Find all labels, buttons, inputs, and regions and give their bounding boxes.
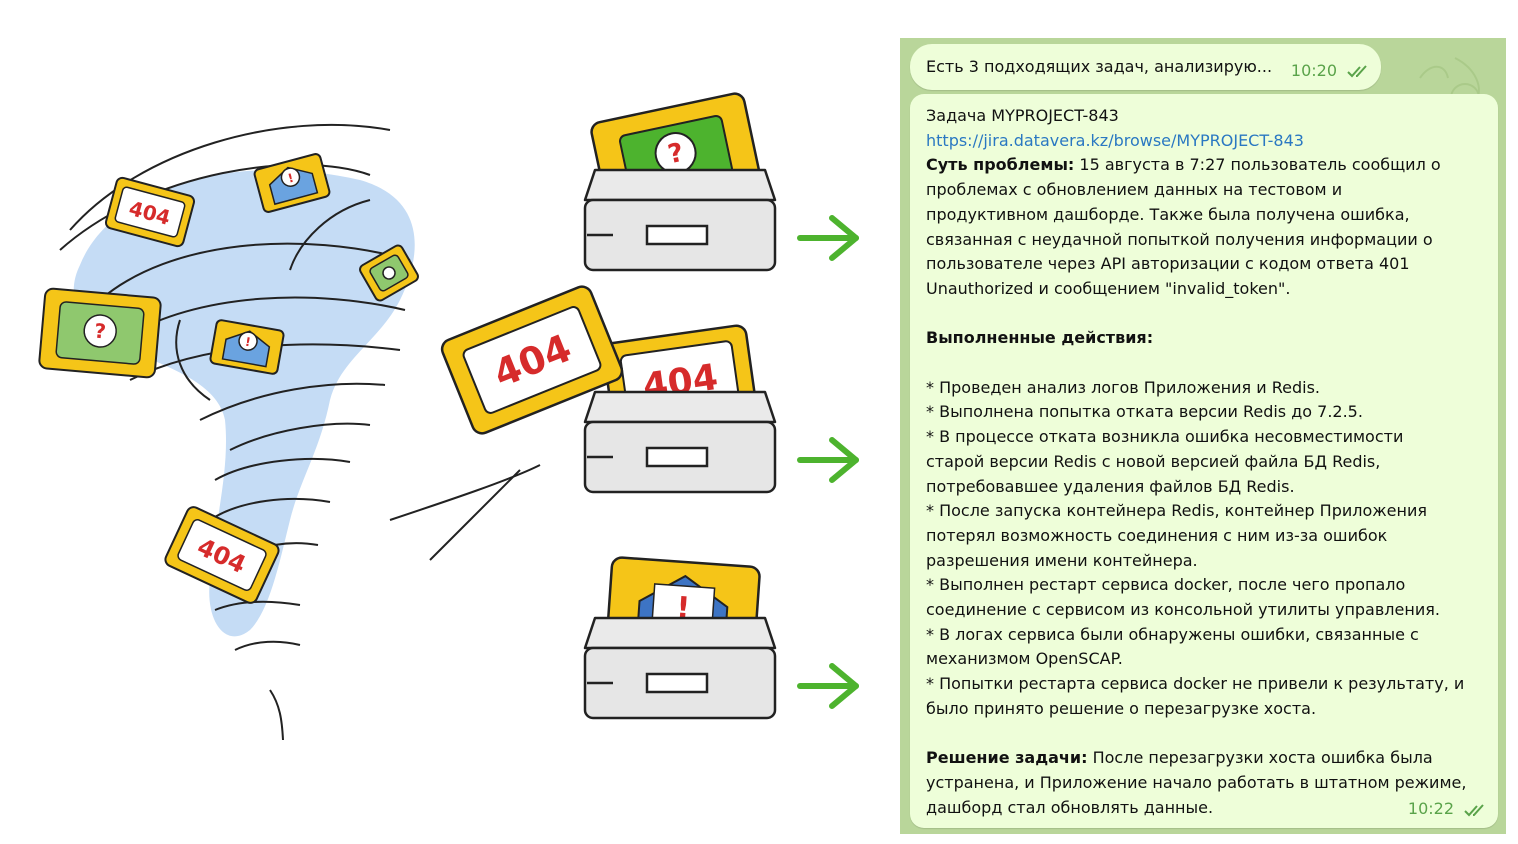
action-line: * После запуска контейнера Redis, контей… xyxy=(926,501,1427,521)
tornado-inbox-illustration: 404 ! ? ! 404 ? xyxy=(38,92,900,741)
problem-label: Суть проблемы: xyxy=(926,155,1075,175)
problem-line: Суть проблемы: 15 августа в 7:27 пользов… xyxy=(926,153,1486,178)
task-title: Задача MYPROJECT-843 xyxy=(926,106,1119,125)
action-line: потерял возможность соединения с ним из-… xyxy=(926,525,1388,545)
double-check-icon xyxy=(1347,65,1367,78)
solution-text-line: дашборд стал обновлять данные. xyxy=(926,797,1214,817)
error-404-card-icon: 404 xyxy=(164,506,280,604)
action-line: * Попытки рестарта сервиса docker не при… xyxy=(926,674,1465,694)
solution-label: Решение задачи: xyxy=(926,748,1088,768)
action-line: разрешения имени контейнера. xyxy=(926,550,1198,570)
svg-text:!: ! xyxy=(286,171,295,186)
svg-text:!: ! xyxy=(244,335,252,350)
error-404-card-icon: 404 xyxy=(104,176,196,248)
svg-text:?: ? xyxy=(93,319,107,344)
message-meta: 10:20 xyxy=(1291,59,1371,84)
arrow-right-icon xyxy=(800,440,856,480)
envelope-alert-inbox: ! xyxy=(583,556,777,720)
question-bubble-icon: ? xyxy=(38,287,162,379)
action-line: * В логах сервиса были обнаружены ошибки… xyxy=(926,624,1419,644)
spacer xyxy=(926,302,1486,327)
solution-text: После перезагрузки хоста ошибка была xyxy=(1087,748,1433,768)
problem-text-line: связанная с неудачной попыткой получения… xyxy=(926,229,1433,249)
solution-line: Решение задачи: После перезагрузки хоста… xyxy=(926,746,1486,771)
chat-message-task-report: Задача MYPROJECT-843 https://jira.datave… xyxy=(910,94,1498,828)
action-line: * Выполнена попытка отката версии Redis … xyxy=(926,402,1363,422)
action-line: механизмом OpenSCAP. xyxy=(926,649,1123,669)
problem-text: 15 августа в 7:27 пользователь сообщил о xyxy=(1074,155,1441,175)
envelope-alert-icon: ! xyxy=(209,319,285,375)
action-line: * В процессе отката возникла ошибка несо… xyxy=(926,427,1404,447)
message-text: Есть 3 подходящих задач, анализирую... xyxy=(926,57,1273,76)
svg-text:?: ? xyxy=(665,138,686,170)
envelope-alert-icon: ! xyxy=(253,153,331,213)
problem-text-line: продуктивном дашборде. Также была получе… xyxy=(926,204,1410,224)
action-line: соединение с сервисом из консольной утил… xyxy=(926,600,1440,620)
message-time: 10:22 xyxy=(1407,799,1454,819)
solution-text-line: устранена, и Приложение начало работать … xyxy=(926,772,1467,792)
question-inbox: ? xyxy=(583,92,777,272)
actions-heading: Выполненные действия: xyxy=(926,328,1154,348)
message-meta: 10:22 xyxy=(1408,797,1488,822)
problem-text-line: пользователе через API авторизации с код… xyxy=(926,254,1410,274)
message-time: 10:20 xyxy=(1290,61,1337,80)
double-check-icon xyxy=(1464,803,1484,817)
error-404-inbox: 404 404 xyxy=(440,285,777,494)
task-link[interactable]: https://jira.datavera.kz/browse/MYPROJEC… xyxy=(926,130,1304,150)
action-line: было принято решение о перезагрузке хост… xyxy=(926,698,1317,718)
problem-text-line: Unauthorized и сообщением "invalid_token… xyxy=(926,278,1291,298)
action-line: старой версии Redis с новой версией файл… xyxy=(926,451,1381,471)
action-line: * Выполнен рестарт сервиса docker, после… xyxy=(926,575,1406,595)
message-body: Задача MYPROJECT-843 https://jira.datave… xyxy=(926,104,1486,820)
problem-text-line: проблемах с обновлением данных на тестов… xyxy=(926,180,1343,200)
arrow-right-icon xyxy=(800,666,856,706)
spacer xyxy=(926,351,1486,376)
arrow-right-icon xyxy=(800,218,856,258)
spacer xyxy=(926,722,1486,747)
chat-panel: Есть 3 подходящих задач, анализирую... 1… xyxy=(900,38,1506,834)
action-line: * Проведен анализ логов Приложения и Red… xyxy=(926,377,1320,397)
chat-message-status: Есть 3 подходящих задач, анализирую... 1… xyxy=(910,44,1381,90)
search-icon xyxy=(359,244,419,302)
action-line: потребовавшее удаления файлов БД Redis. xyxy=(926,476,1295,496)
